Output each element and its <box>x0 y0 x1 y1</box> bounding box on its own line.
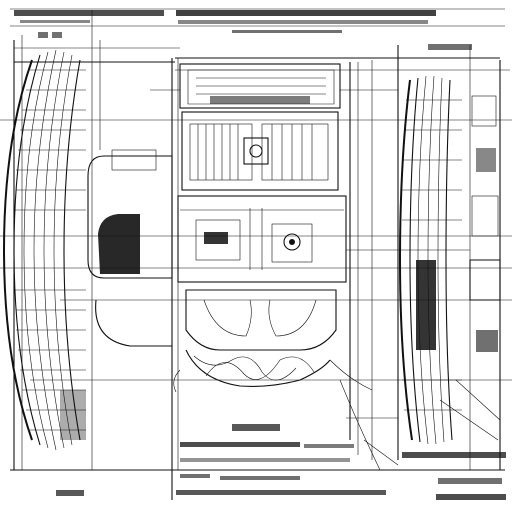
right-fan-assembly <box>398 44 501 445</box>
left-fan-assembly <box>2 32 86 451</box>
right-fan-hatching <box>402 99 462 411</box>
bottom-annotations <box>56 424 506 500</box>
header-annotation-strip <box>10 8 505 33</box>
left-fan-hatching <box>14 69 86 431</box>
central-engine-block <box>87 63 373 393</box>
leader-lines <box>99 40 470 471</box>
